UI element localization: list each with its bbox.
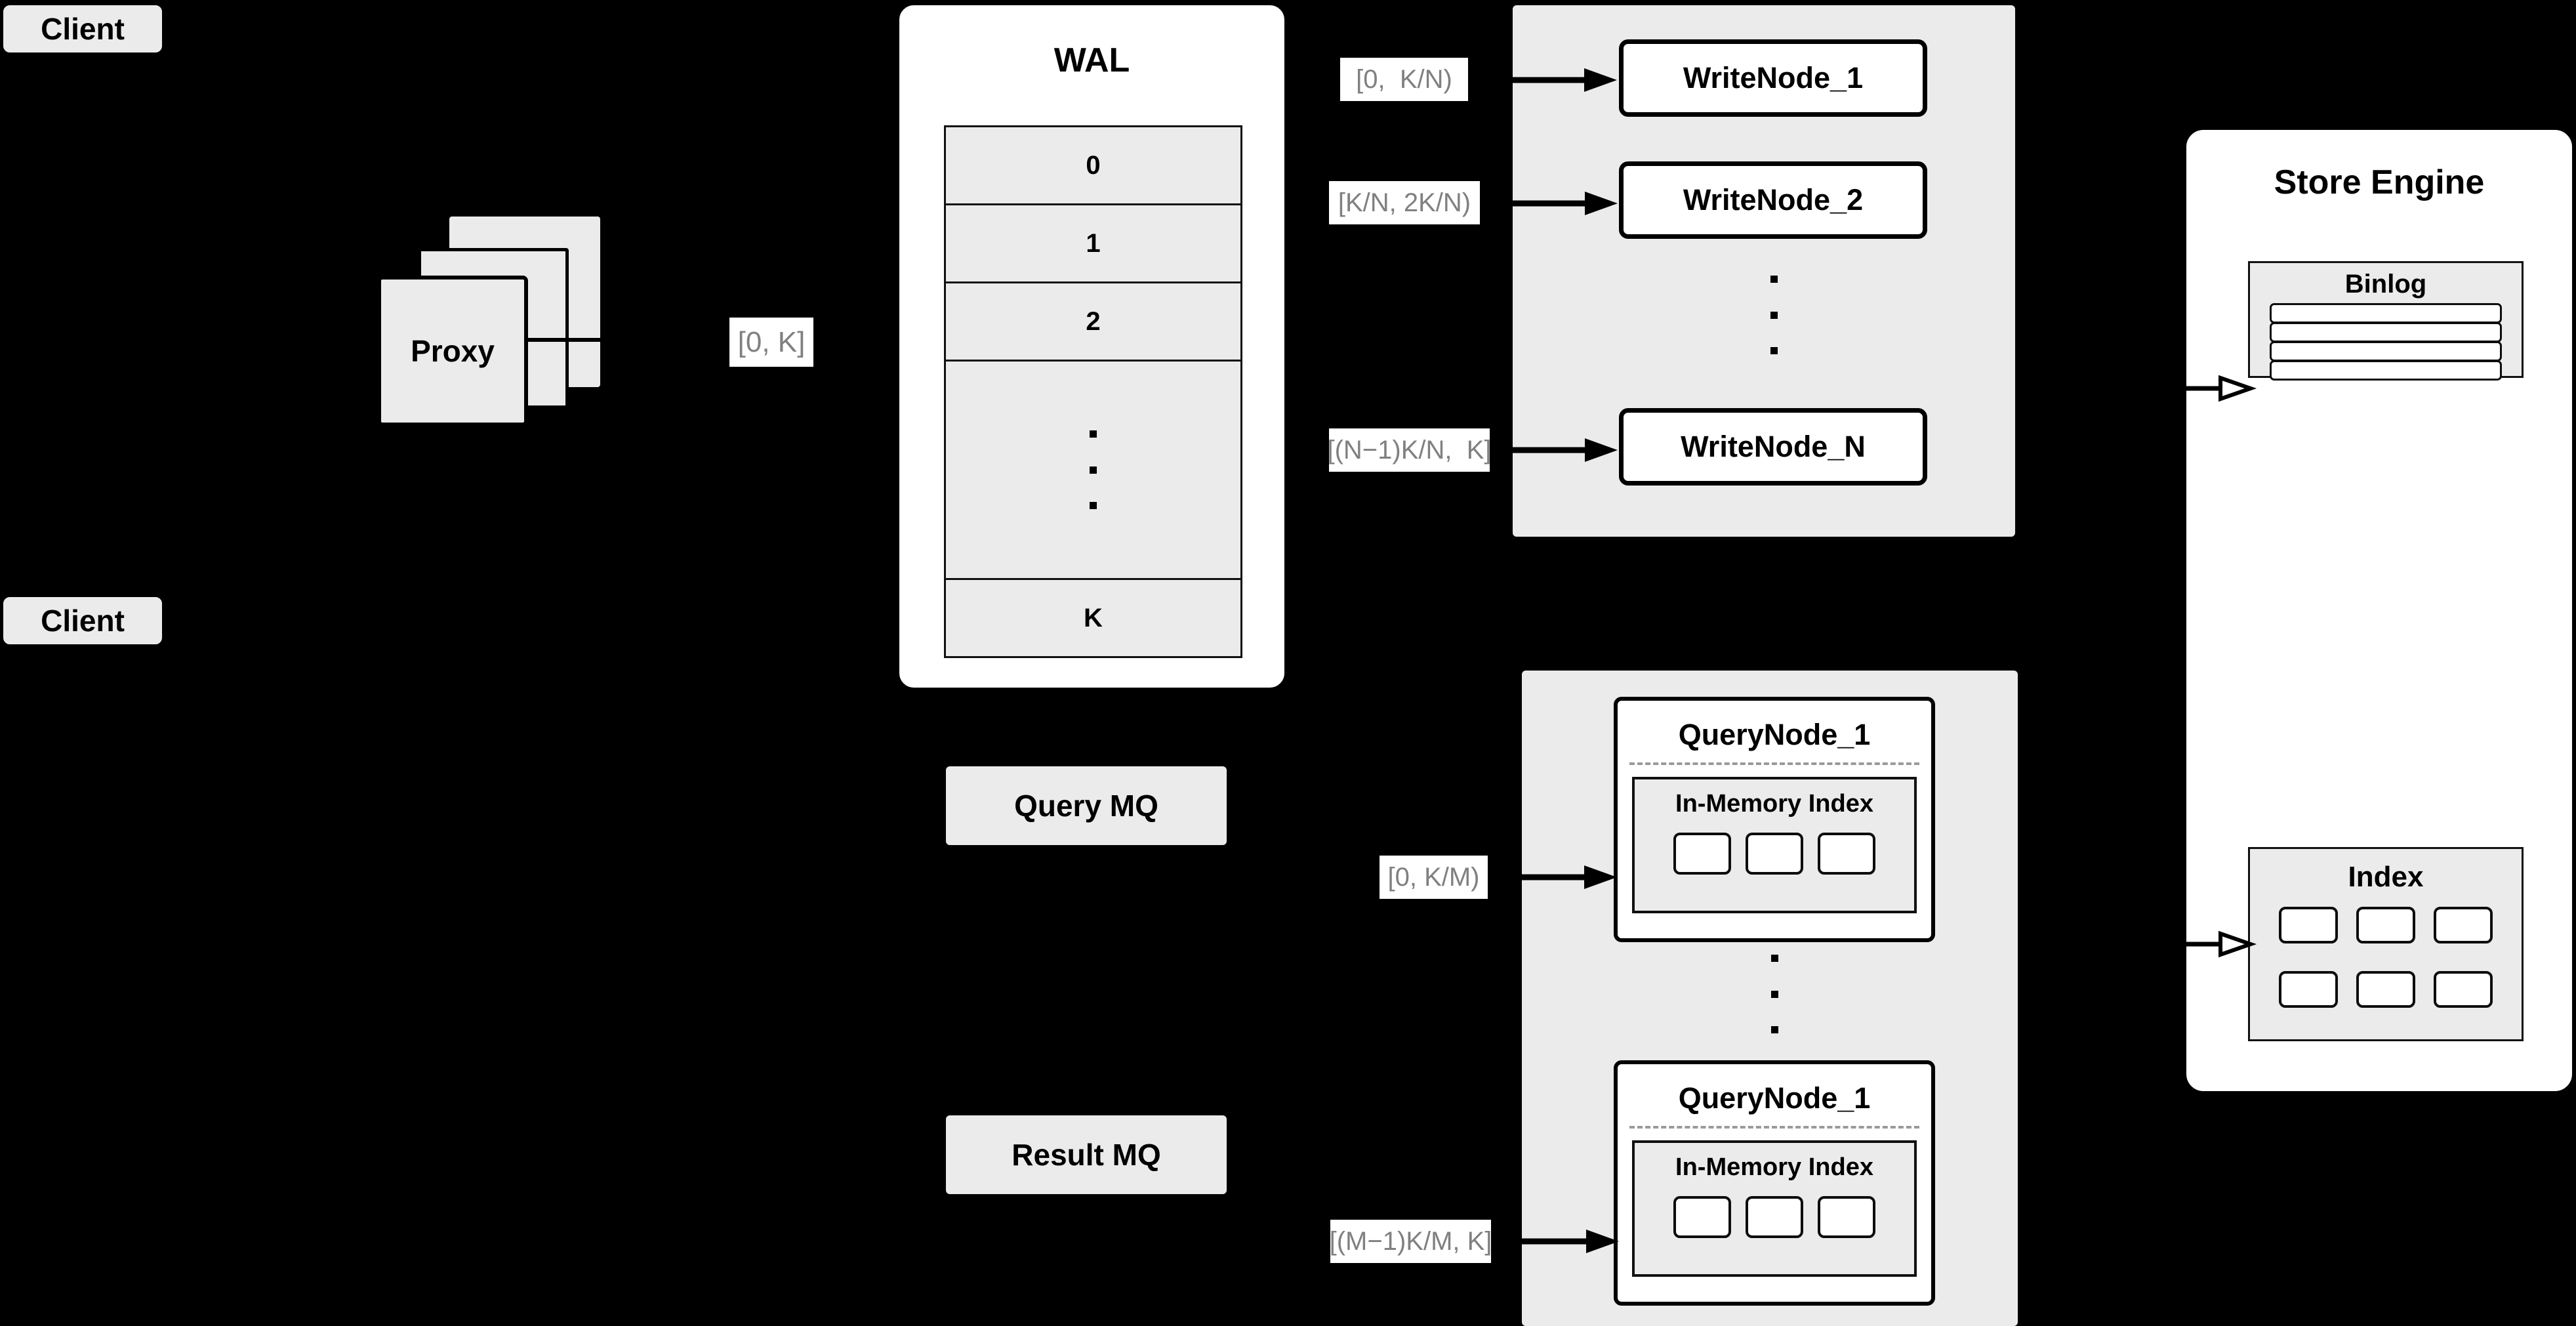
query-node-m[interactable]: QueryNode_1 In-Memory Index: [1614, 1060, 1935, 1306]
store-index-cell: [2356, 907, 2415, 943]
write-node-2-arrow: [1480, 192, 1618, 215]
binlog-row: [2270, 303, 2502, 323]
ellipsis-dot-icon: [1770, 276, 1778, 283]
write-group-ellipsis: [1769, 276, 1778, 354]
wal-panel: WAL 0 1 2 K: [899, 5, 1284, 688]
wal-row-0-label: 0: [1086, 150, 1101, 180]
query-node-m-range-text: [(M−1)K/M, K]: [1329, 1226, 1492, 1256]
index-cell: [1818, 1196, 1875, 1238]
binlog-title: Binlog: [2344, 270, 2427, 299]
write-node-2[interactable]: WriteNode_2: [1619, 161, 1927, 239]
ellipsis-dot-icon: [1090, 466, 1097, 474]
query-node-m-label: QueryNode_1: [1678, 1081, 1871, 1115]
write-node-2-range-label: [K/N, 2K/N): [1329, 181, 1480, 224]
wal-row-2-label: 2: [1086, 306, 1101, 336]
store-index-cell: [2356, 971, 2415, 1008]
write-node-n-range-label: [(N−1)K/N, K]: [1327, 428, 1492, 472]
ellipsis-dot-icon: [1090, 502, 1097, 509]
store-index-cell: [2279, 907, 2338, 943]
write-node-2-range-text: [K/N, 2K/N): [1338, 188, 1471, 217]
write-node-n[interactable]: WriteNode_N: [1619, 408, 1927, 486]
write-node-1-range-label: [0, K/N): [1340, 58, 1468, 101]
store-index-block: Index: [2248, 847, 2524, 1041]
store-index-title: Index: [2348, 861, 2424, 893]
client-node-2-label: Client: [41, 604, 125, 638]
wal-row-1-label: 1: [1086, 228, 1101, 258]
store-index-inflow-arrow: [2186, 930, 2257, 958]
write-node-n-label: WriteNode_N: [1681, 430, 1866, 463]
query-node-1-arrow: [1488, 865, 1617, 889]
client-node-2[interactable]: Client: [3, 597, 162, 644]
query-group-ellipsis: [1770, 955, 1779, 1033]
query-node-1-range-text: [0, K/M): [1387, 862, 1480, 892]
query-node-m-arrow: [1491, 1230, 1619, 1253]
binlog-row: [2270, 322, 2502, 342]
binlog-row: [2270, 360, 2502, 381]
binlog-block: Binlog: [2248, 261, 2524, 381]
index-cell: [1673, 833, 1731, 875]
index-cell: [1818, 833, 1875, 875]
wal-row-2: 2: [944, 281, 1242, 362]
binlog-row: [2270, 341, 2502, 362]
write-node-1[interactable]: WriteNode_1: [1619, 39, 1927, 117]
ellipsis-dot-icon: [1770, 990, 1778, 998]
query-node-m-in-memory-index: In-Memory Index: [1632, 1140, 1917, 1277]
ellipsis-dot-icon: [1090, 430, 1097, 438]
write-node-n-range-text: [(N−1)K/N, K]: [1327, 435, 1492, 465]
wal-ellipsis-dots: [1090, 430, 1097, 509]
proxy-connector-line: [525, 338, 602, 342]
ellipsis-dot-icon: [1770, 1026, 1778, 1033]
client-node-1-label: Client: [41, 12, 125, 46]
wal-row-ellipsis: [944, 360, 1242, 580]
store-index-cell: [2279, 971, 2338, 1008]
ellipsis-dot-icon: [1770, 311, 1778, 319]
result-mq-node[interactable]: Result MQ: [946, 1115, 1227, 1194]
index-cell: [1746, 833, 1803, 875]
proxy-range-label: [0, K]: [729, 318, 813, 367]
write-node-1-arrow: [1473, 68, 1617, 92]
proxy-label: Proxy: [411, 334, 495, 368]
query-node-1-label: QueryNode_1: [1678, 718, 1871, 751]
wal-row-k-label: K: [1084, 603, 1103, 632]
query-node-m-separator: [1629, 1126, 1919, 1129]
query-node-1-in-memory-index: In-Memory Index: [1632, 777, 1917, 913]
query-node-1[interactable]: QueryNode_1 In-Memory Index: [1614, 697, 1935, 942]
query-node-m-index-title: In-Memory Index: [1675, 1153, 1873, 1181]
client-node-1[interactable]: Client: [3, 5, 162, 52]
store-engine-panel: Store Engine Binlog Index: [2186, 130, 2572, 1091]
index-cell: [1746, 1196, 1803, 1238]
write-node-n-arrow: [1490, 438, 1618, 462]
wal-log-table: 0 1 2 K: [944, 125, 1242, 658]
query-node-1-separator: [1629, 762, 1919, 765]
proxy-card-front[interactable]: Proxy: [377, 276, 528, 426]
query-node-1-range-label: [0, K/M): [1380, 856, 1488, 899]
proxy-range-text: [0, K]: [737, 325, 806, 358]
wal-row-k: K: [944, 578, 1242, 658]
index-cell: [1673, 1196, 1731, 1238]
ellipsis-dot-icon: [1770, 347, 1778, 354]
write-node-2-label: WriteNode_2: [1683, 183, 1864, 217]
query-mq-label: Query MQ: [1014, 789, 1158, 823]
store-index-cell: [2434, 971, 2493, 1008]
store-index-cell: [2434, 907, 2493, 943]
ellipsis-dot-icon: [1770, 955, 1778, 962]
wal-title: WAL: [1053, 41, 1130, 79]
write-node-1-range-text: [0, K/N): [1356, 64, 1452, 94]
query-node-m-range-label: [(M−1)K/M, K]: [1329, 1220, 1492, 1263]
query-mq-node[interactable]: Query MQ: [946, 766, 1227, 845]
result-mq-label: Result MQ: [1012, 1138, 1161, 1172]
wal-row-1: 1: [944, 203, 1242, 283]
write-node-1-label: WriteNode_1: [1683, 61, 1864, 94]
store-engine-title: Store Engine: [2274, 163, 2485, 201]
proxy-stack[interactable]: Proxy: [377, 217, 672, 426]
binlog-inflow-arrow: [2186, 375, 2257, 402]
wal-row-0: 0: [944, 125, 1242, 205]
query-node-1-index-title: In-Memory Index: [1675, 790, 1873, 818]
